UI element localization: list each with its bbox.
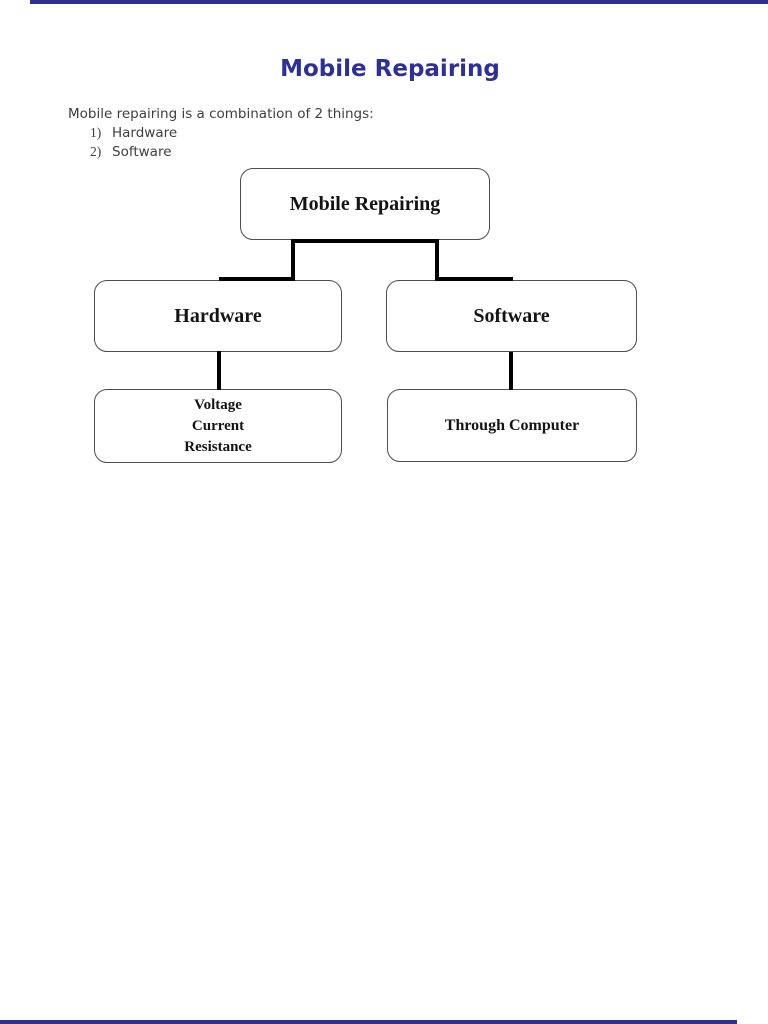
list-item: 2) Software (90, 142, 177, 161)
connector-software-to-detail (509, 352, 513, 390)
flowchart-node-software-detail: Through Computer (387, 389, 637, 462)
flowchart-node-hardware-label: Hardware (174, 304, 262, 327)
list-item: 1) Hardware (90, 123, 177, 142)
detail-line: Current (191, 417, 245, 434)
numbered-list: 1) Hardware 2) Software (90, 123, 177, 161)
connector-root-to-hardware-vertical (291, 239, 295, 281)
flowchart-node-software-detail-label: Through Computer (444, 416, 580, 434)
list-item-label: Software (112, 144, 172, 160)
connector-software-arm (435, 277, 513, 281)
list-item-number: 1) (90, 125, 102, 140)
flowchart-node-root: Mobile Repairing (240, 168, 490, 240)
list-item-label: Hardware (112, 125, 178, 141)
connector-hardware-arm (219, 277, 295, 281)
flowchart-node-root-label: Mobile Repairing (289, 192, 441, 215)
bottom-edge-rule (0, 1020, 737, 1024)
detail-line: Resistance (184, 438, 252, 455)
intro-text: Mobile repairing is a combination of 2 t… (68, 106, 374, 122)
page-title: Mobile Repairing (280, 56, 500, 82)
flowchart-node-software: Software (386, 280, 637, 352)
flowchart-node-software-label: Software (473, 304, 550, 327)
list-item-number: 2) (90, 144, 102, 159)
connector-root-horizontal (291, 239, 439, 243)
flowchart-node-hardware: Hardware (94, 280, 342, 352)
detail-line: Voltage (194, 396, 242, 413)
top-edge-rule (30, 0, 768, 4)
connector-root-to-software-vertical (435, 239, 439, 281)
connector-hardware-to-detail (217, 351, 221, 390)
flowchart-node-hardware-detail: Voltage Current Resistance (94, 389, 342, 463)
